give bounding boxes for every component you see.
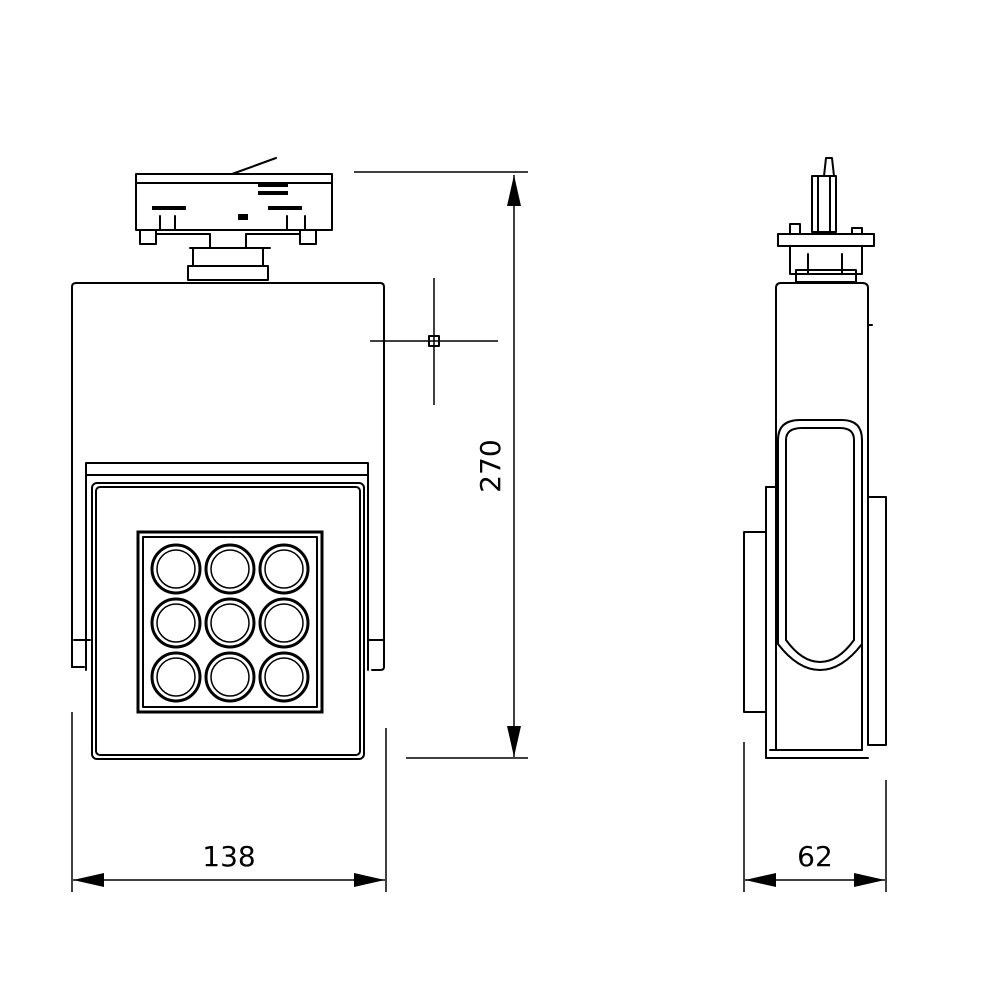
led-array: [136, 530, 324, 714]
led-lens: [258, 597, 310, 649]
side-housing: [775, 282, 873, 671]
side-track-adapter: [777, 157, 875, 283]
led-lens: [204, 651, 256, 703]
led-lens-inner: [156, 657, 196, 697]
led-lens-inner: [210, 549, 250, 589]
led-lens-inner: [264, 549, 304, 589]
track-adapter: [135, 157, 333, 281]
led-lens-inner: [156, 549, 196, 589]
width-dimension: 138: [73, 840, 385, 887]
housing: [71, 282, 385, 671]
led-lens: [150, 597, 202, 649]
led-lens-inner: [264, 657, 304, 697]
led-lens: [204, 597, 256, 649]
led-lens-inner: [264, 603, 304, 643]
led-lens: [150, 543, 202, 595]
depth-dimension-label: 62: [797, 840, 833, 873]
height-dimension-label: 270: [474, 439, 507, 492]
led-lens-inner: [156, 603, 196, 643]
width-dimension-label: 138: [202, 840, 255, 873]
led-grid: [150, 543, 310, 703]
led-lens-inner: [210, 657, 250, 697]
depth-dimension: 62: [745, 840, 885, 887]
light-head: [85, 462, 369, 760]
front-view: 270 138: [71, 157, 528, 892]
side-view: 62: [743, 157, 887, 892]
center-mark: [370, 278, 498, 405]
led-lens: [258, 543, 310, 595]
height-dimension: 270: [474, 175, 521, 757]
led-lens-inner: [210, 603, 250, 643]
led-lens: [258, 651, 310, 703]
side-head: [743, 486, 887, 759]
led-lens: [204, 543, 256, 595]
led-lens: [150, 651, 202, 703]
